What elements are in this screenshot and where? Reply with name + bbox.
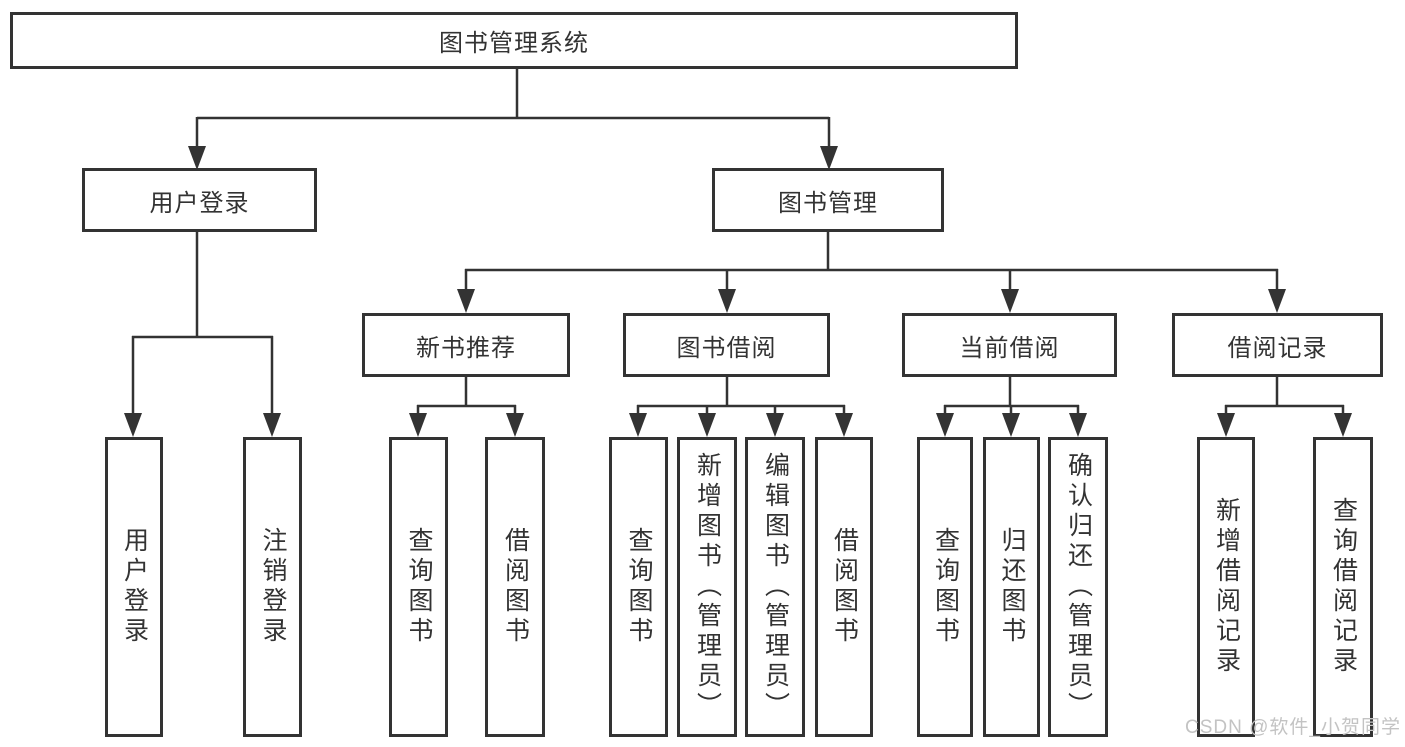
node-label: 查询借阅记录: [1329, 497, 1358, 677]
node-label: 查询图书: [405, 527, 433, 647]
node-label: 用户登录: [120, 527, 149, 647]
node-current-query-books: 查询图书: [917, 437, 973, 737]
node-label: 图书管理: [778, 189, 878, 217]
node-label: 新增借阅记录: [1212, 497, 1241, 677]
node-current-borrowing: 当前借阅: [902, 313, 1117, 377]
node-return-books: 归还图书: [983, 437, 1040, 737]
node-label: 新增图书（管理员）: [693, 452, 722, 722]
node-confirm-return-admin: 确认归还（管理员）: [1048, 437, 1108, 737]
node-new-book-recommendation: 新书推荐: [362, 313, 570, 377]
node-label: 借阅记录: [1227, 334, 1328, 362]
node-label: 图书管理系统: [439, 30, 589, 57]
node-library-management-system: 图书管理系统: [10, 12, 1018, 69]
node-add-books-admin: 新增图书（管理员）: [677, 437, 737, 737]
node-borrowing-records: 借阅记录: [1172, 313, 1383, 377]
csdn-watermark: CSDN @软件_小贺同学: [1185, 717, 1401, 738]
node-label: 注销登录: [259, 527, 287, 647]
node-label: 当前借阅: [959, 334, 1060, 362]
node-borrow-query-books: 查询图书: [609, 437, 668, 737]
node-book-management: 图书管理: [712, 168, 944, 232]
node-borrow-books: 借阅图书: [815, 437, 873, 737]
node-user-login: 用户登录: [105, 437, 163, 737]
node-label: 查询图书: [625, 527, 653, 647]
node-label: 用户登录: [149, 189, 250, 217]
node-label: 借阅图书: [501, 527, 530, 647]
node-label: 查询图书: [931, 527, 960, 647]
node-query-borrow-record: 查询借阅记录: [1313, 437, 1373, 737]
node-label: 图书借阅: [676, 334, 777, 362]
node-user-login-branch: 用户登录: [82, 168, 317, 232]
node-label: 新书推荐: [416, 334, 516, 362]
node-recommend-query-books: 查询图书: [389, 437, 448, 737]
node-label: 归还图书: [998, 527, 1026, 647]
node-label: 确认归还（管理员）: [1064, 452, 1093, 722]
node-label: 编辑图书（管理员）: [761, 452, 790, 722]
node-edit-books-admin: 编辑图书（管理员）: [745, 437, 805, 737]
node-add-borrow-record: 新增借阅记录: [1197, 437, 1255, 737]
node-logout: 注销登录: [243, 437, 302, 737]
node-recommend-borrow-books: 借阅图书: [485, 437, 545, 737]
node-book-borrowing: 图书借阅: [623, 313, 830, 377]
node-label: 借阅图书: [830, 527, 859, 647]
